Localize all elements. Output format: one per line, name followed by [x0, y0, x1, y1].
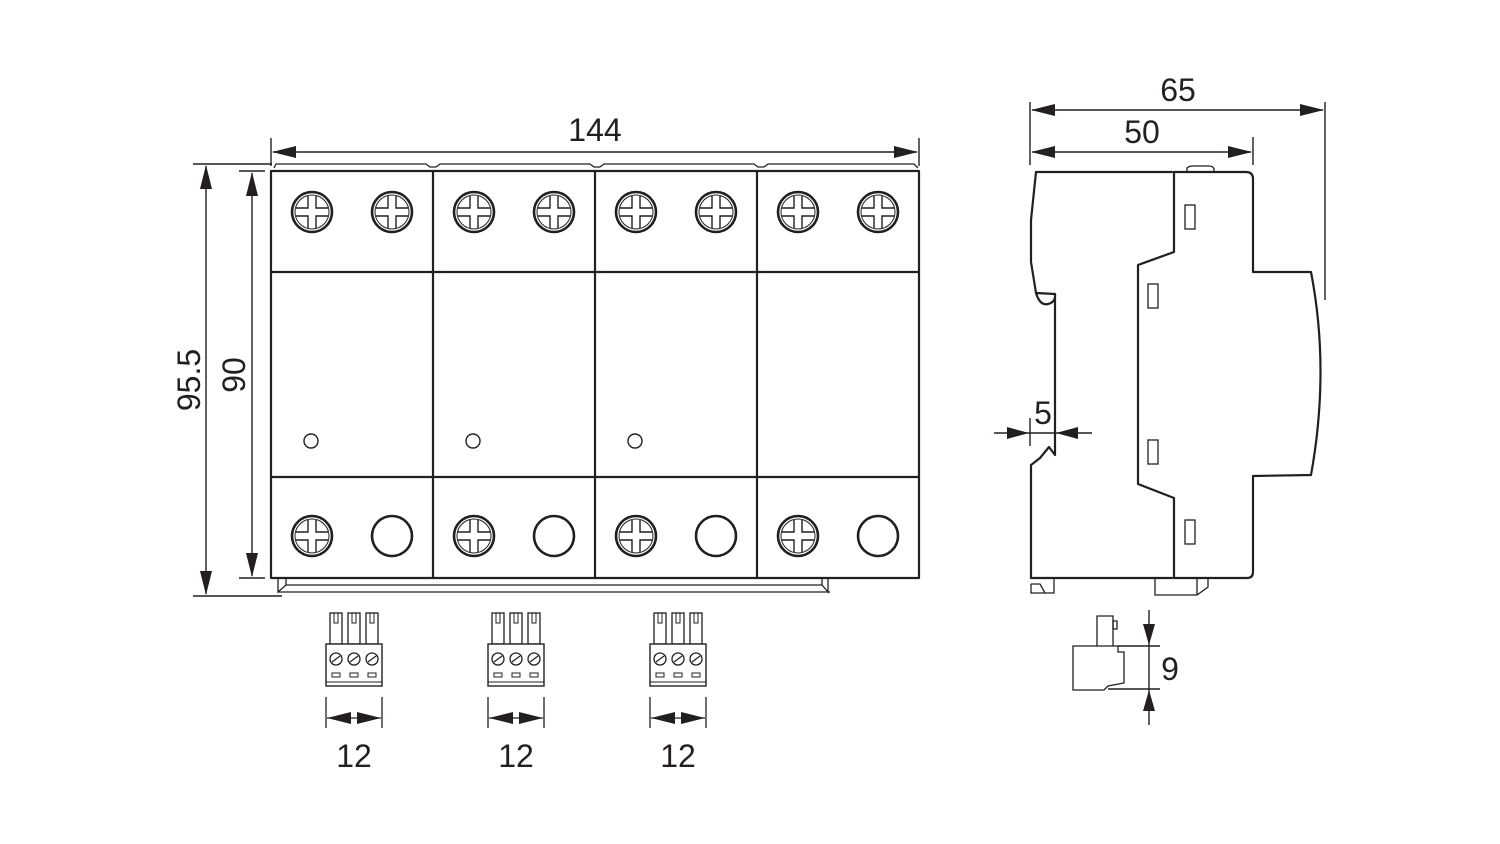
- dimension-depth-front: 50: [1031, 114, 1254, 165]
- dimension-height-total: 95.5: [171, 163, 282, 597]
- front-view: [269, 163, 921, 594]
- connector-width-label: 12: [498, 738, 534, 774]
- side-bottom-clip-left: [1030, 579, 1055, 594]
- phillips-screw-icon: [532, 190, 576, 234]
- phillips-screw-icon: [856, 190, 900, 234]
- side-rear-profile: [1029, 170, 1174, 580]
- phillips-screw-icon: [452, 514, 496, 558]
- phillips-screw-icon: [290, 190, 334, 234]
- top-cover-lip: [273, 163, 919, 169]
- connector-height-label: 9: [1161, 651, 1179, 687]
- side-front-profile: [1172, 170, 1322, 580]
- terminal-hole-icon: [694, 514, 738, 558]
- terminal-hole-icon: [370, 514, 414, 558]
- phillips-screw-icon: [614, 190, 658, 234]
- dimension-rail-clip: 5: [994, 395, 1092, 446]
- pluggable-connector: 12: [325, 612, 383, 774]
- status-indicator-icon: [627, 433, 643, 449]
- terminal-hole-icon: [532, 514, 576, 558]
- din-base: [277, 578, 830, 594]
- pluggable-connector: 12: [487, 612, 545, 774]
- phillips-screw-icon: [776, 514, 820, 558]
- side-top-button: [1186, 165, 1215, 172]
- side-step-profile: [1136, 170, 1176, 580]
- phillips-screw-icon: [614, 514, 658, 558]
- terminal-hole-icon: [856, 514, 900, 558]
- side-view: [1029, 165, 1322, 596]
- connector-width-label: 12: [660, 738, 696, 774]
- side-slot: [1147, 283, 1159, 309]
- phillips-screw-icon: [776, 190, 820, 234]
- dimension-width: 144: [270, 112, 920, 166]
- depth-total-label: 65: [1160, 72, 1196, 108]
- pluggable-connector: 12: [649, 612, 707, 774]
- status-indicator-icon: [303, 433, 319, 449]
- dimension-depth-total: 65: [1029, 72, 1326, 300]
- side-bottom-clip-right: [1154, 578, 1209, 596]
- phillips-screw-icon: [694, 190, 738, 234]
- dimension-height-body: 90: [216, 170, 265, 579]
- phillips-screw-icon: [290, 514, 334, 558]
- side-slot: [1147, 439, 1159, 465]
- side-slot: [1184, 204, 1196, 230]
- height-total-label: 95.5: [171, 349, 207, 411]
- side-connector: 9: [1072, 610, 1179, 725]
- rail-hook-top: [1034, 291, 1057, 296]
- phillips-screw-icon: [452, 190, 496, 234]
- connector-width-label: 12: [336, 738, 372, 774]
- status-indicator-icon: [465, 433, 481, 449]
- width-label: 144: [568, 112, 621, 148]
- depth-front-label: 50: [1124, 114, 1160, 150]
- side-slot: [1184, 519, 1196, 545]
- height-body-label: 90: [216, 357, 252, 393]
- phillips-screw-icon: [370, 190, 414, 234]
- rail-clip-label: 5: [1034, 395, 1052, 431]
